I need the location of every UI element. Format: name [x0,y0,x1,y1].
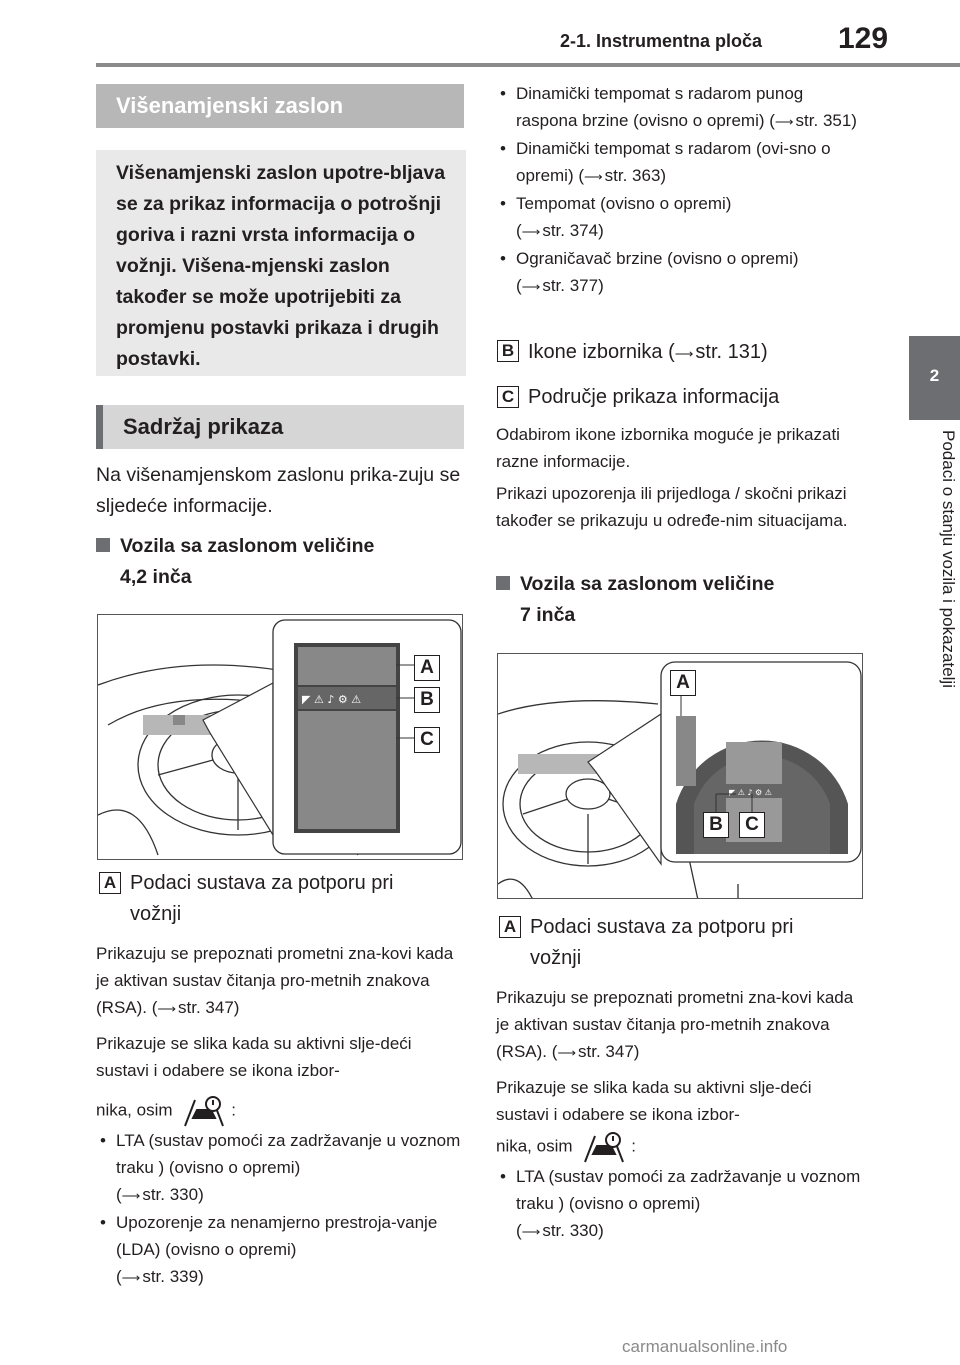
fig-label-a: A [414,655,440,681]
paragraph-rsa: Prikazuju se prepoznati prometni zna-kov… [96,940,466,1022]
fig2-label-a: A [670,670,696,696]
arrow-icon: ⟶ [557,1045,577,1060]
page-number: 129 [838,22,889,55]
paragraph-menu: Odabirom ikone izbornika moguće je prika… [496,425,840,471]
paragraph-popups: Prikazi upozorenja ili prijedloga / skoč… [496,484,848,530]
item-key-c: C [497,386,519,408]
subtitle-7: Vozila sa zaslonom veličine 7 inča [496,569,866,631]
paragraph-systems: Prikazuje se slika kada su aktivni slje-… [96,1034,412,1080]
content-text: Na višenamjenskom zaslonu prika-zuju se … [96,464,461,517]
list-item: LTA (sustav pomoći za zadržavanje u vozn… [496,1163,866,1245]
arrow-icon: ⟶ [121,1270,141,1285]
arrow-icon: ⟶ [521,224,541,239]
subtitle-42: Vozila sa zaslonom veličine 4,2 inča [96,531,466,593]
paragraph-systems-right: Prikazuje se slika kada su aktivni slje-… [496,1078,812,1124]
arrow-icon: ⟶ [584,169,603,184]
figure-7-display: ◤ ⚠ ♪ ⚙ ⚠ A B C [497,653,863,899]
fig2-label-c: C [739,812,765,838]
driver-assist-icon [584,1132,625,1163]
list-item: Ograničavač brzine (ovisno o opremi)(⟶st… [496,245,866,300]
list-item: LTA (sustav pomoći za zadržavanje u vozn… [96,1127,466,1209]
section-heading: 2-1. Instrumentna ploča [560,31,763,51]
arrow-icon: ⟶ [521,1224,541,1239]
item-b-label: Ikone izbornika (⟶str. 131) [528,337,868,369]
right-bullet-list: Dinamički tempomat s radarom punog raspo… [496,80,866,300]
square-bullet-icon [96,538,110,552]
square-bullet-icon [496,576,510,590]
driver-assist-icon [184,1096,225,1127]
arrow-icon: ⟶ [121,1188,141,1203]
paragraph-except-right: nika, osim : [496,1130,866,1164]
paragraph-except: nika, osim : [96,1094,466,1128]
list-item: Dinamički tempomat s radarom punog raspo… [496,80,866,135]
left-bullet-list: LTA (sustav pomoći za zadržavanje u vozn… [96,1127,466,1291]
item-c-label: Područje prikaza informacija [528,386,780,408]
fig-label-b: B [414,687,440,713]
dashboard-illustration: ◤ ⚠ ♪ ⚙ ⚠ [98,619,462,856]
item-key-a: A [99,872,121,894]
paragraph-rsa-right: Prikazuju se prepoznati prometni zna-kov… [496,984,866,1066]
list-item: Dinamički tempomat s radarom (ovi-sno o … [496,135,866,190]
content-title: Sadržaj prikaza [96,405,464,449]
chapter-tab: 2 [909,336,960,420]
section-title: Višenamjenski zaslon [96,84,464,128]
list-item: Upozorenje za nenamjerno prestroja-vanje… [96,1209,466,1291]
header-rule [96,63,960,67]
item-key-a-right: A [499,916,521,938]
fig-label-c: C [414,727,440,753]
watermark: carmanualsonline.info [622,1337,788,1356]
figure-42-display: ◤ ⚠ ♪ ⚙ ⚠ A B C [97,614,463,860]
arrow-icon: ⟶ [774,114,794,129]
arrow-icon: ⟶ [521,279,541,294]
svg-text:◤ ⚠ ♪ ⚙ ⚠: ◤ ⚠ ♪ ⚙ ⚠ [302,693,361,706]
fig2-label-b: B [703,812,729,838]
right-bullet-list-2: LTA (sustav pomoći za zadržavanje u vozn… [496,1163,866,1245]
arrow-icon: ⟶ [157,1001,177,1016]
item-key-b: B [497,340,519,362]
chapter-title: Podaci o stanju vozila i pokazatelji [939,430,958,688]
svg-text:◤ ⚠ ♪ ⚙ ⚠: ◤ ⚠ ♪ ⚙ ⚠ [729,788,772,797]
intro-box: Višenamjenski zaslon upotre-bljava se za… [96,150,466,376]
arrow-icon: ⟶ [674,346,694,361]
list-item: Tempomat (ovisno o opremi)(⟶str. 374) [496,190,866,245]
